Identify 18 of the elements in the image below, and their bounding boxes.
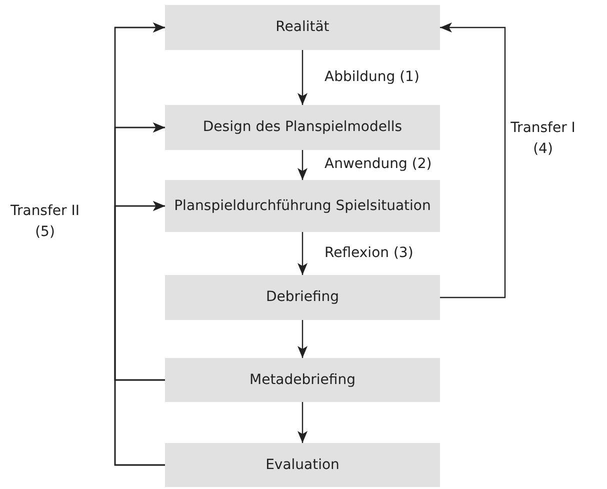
process-box: Metadebriefing: [165, 358, 440, 402]
process-box: Realität: [165, 5, 440, 50]
arrow: [440, 22, 506, 298]
edge-label: Transfer I (4): [510, 118, 576, 158]
arrow: [298, 232, 308, 275]
arrow: [298, 150, 308, 180]
process-box: Debriefing: [165, 275, 440, 320]
edge-label: Transfer II (5): [9, 202, 80, 242]
edge-label: Abbildung (1): [324, 68, 420, 86]
process-box: Design des Planspielmodells: [165, 105, 440, 150]
arrow: [298, 402, 308, 443]
arrow: [298, 50, 308, 105]
edge-label: Reflexion (3): [324, 244, 414, 262]
edge-label: Anwendung (2): [324, 155, 432, 174]
process-box: Planspieldurchführung Spielsituation: [165, 180, 440, 232]
arrow: [114, 201, 165, 466]
arrow: [298, 320, 308, 358]
process-box: Evaluation: [165, 443, 440, 487]
